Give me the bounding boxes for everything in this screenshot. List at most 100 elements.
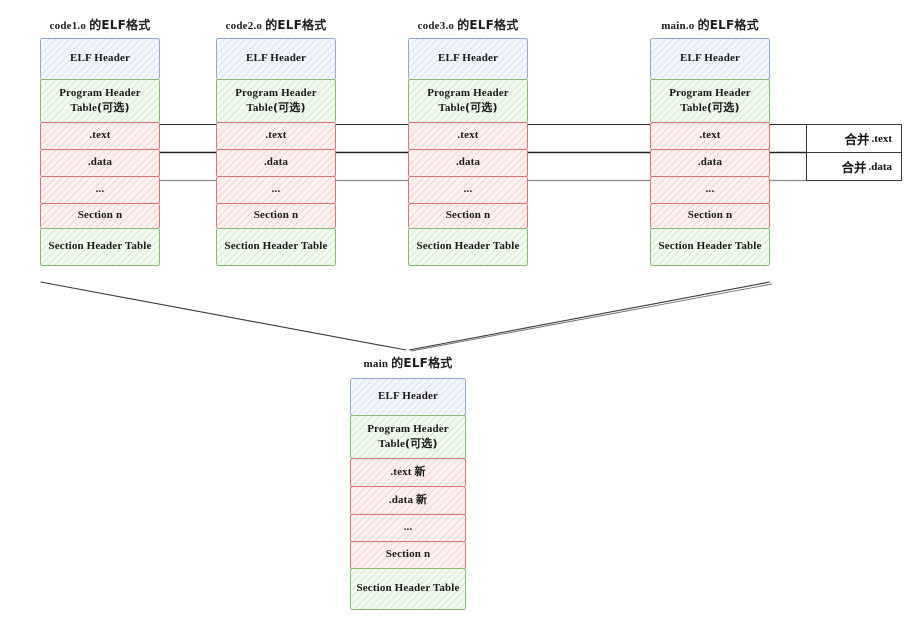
merge-note-label-cjk: 合并: [844, 132, 870, 147]
segment-section-n[interactable]: Section n: [650, 203, 770, 229]
column-title-suffix: 的ELF格式: [457, 18, 519, 32]
segment-label: ELF Header: [437, 52, 499, 65]
segment-label-cjk: (可选): [96, 100, 130, 114]
segment-label: Section n: [385, 548, 431, 561]
segment-data-new[interactable]: .data 新: [350, 486, 466, 515]
segment-section-header-table[interactable]: Section Header Table: [650, 228, 770, 266]
merge-note-text: 合并.text: [806, 124, 902, 153]
segment-label-2: Table: [680, 101, 707, 114]
segment-label: ...: [705, 183, 715, 196]
segment-ellipsis[interactable]: ...: [650, 176, 770, 204]
column-title-name: code2.o: [225, 20, 263, 32]
segment-label: .data: [697, 156, 723, 169]
column-title-main-o: main.o 的ELF格式: [650, 16, 770, 33]
column-title-suffix: 的ELF格式: [697, 18, 759, 32]
segment-label-cjk: (可选): [272, 100, 306, 114]
segment-label: Section Header Table: [416, 240, 520, 253]
segment-section-header-table[interactable]: Section Header Table: [40, 228, 160, 266]
segment-label: Program Header: [367, 423, 449, 436]
segment-elf-header[interactable]: ELF Header: [408, 38, 528, 80]
segment-section-n[interactable]: Section n: [40, 203, 160, 229]
segment-elf-header[interactable]: ELF Header: [216, 38, 336, 80]
segment-label-2: Table: [70, 101, 97, 114]
result-title-suffix: 的ELF格式: [391, 356, 453, 370]
segment-ellipsis[interactable]: ...: [350, 514, 466, 542]
segment-text[interactable]: .text: [40, 122, 160, 150]
segment-label-2: Table: [378, 437, 405, 450]
merge-note-label-latin: .text: [871, 132, 892, 145]
segment-elf-header[interactable]: ELF Header: [350, 378, 466, 416]
segment-program-header-table[interactable]: Program Header Table(可选): [216, 79, 336, 123]
segment-text[interactable]: .text: [408, 122, 528, 150]
segment-label: Section Header Table: [356, 582, 460, 595]
segment-label-2: Table: [438, 101, 465, 114]
segment-ellipsis[interactable]: ...: [40, 176, 160, 204]
segment-label: ...: [95, 183, 105, 196]
segment-label-cjk: 新: [416, 493, 428, 507]
column-title-name: code1.o: [49, 20, 87, 32]
segment-section-n[interactable]: Section n: [216, 203, 336, 229]
segment-label: .data: [87, 156, 113, 169]
column-title-code2: code2.o 的ELF格式: [216, 16, 336, 33]
segment-data[interactable]: .data: [650, 149, 770, 177]
segment-section-n[interactable]: Section n: [350, 541, 466, 569]
segment-label-cjk: (可选): [464, 100, 498, 114]
result-title-main: main 的ELF格式: [348, 354, 468, 371]
segment-data[interactable]: .data: [216, 149, 336, 177]
merge-note-data: 合并.data: [806, 152, 902, 181]
segment-data[interactable]: .data: [40, 149, 160, 177]
segment-section-n[interactable]: Section n: [408, 203, 528, 229]
segment-program-header-table[interactable]: Program Header Table(可选): [408, 79, 528, 123]
segment-label: Section n: [687, 209, 733, 222]
segment-program-header-table[interactable]: Program Header Table(可选): [350, 415, 466, 459]
segment-label: Section n: [253, 209, 299, 222]
segment-data[interactable]: .data: [408, 149, 528, 177]
segment-label: Section Header Table: [658, 240, 762, 253]
segment-program-header-table[interactable]: Program Header Table(可选): [40, 79, 160, 123]
segment-label: Section Header Table: [48, 240, 152, 253]
segment-section-header-table[interactable]: Section Header Table: [408, 228, 528, 266]
column-title-name: code3.o: [417, 20, 455, 32]
elf-column-main-o: ELF Header Program Header Table(可选) .tex…: [650, 38, 770, 266]
segment-text-new[interactable]: .text 新: [350, 458, 466, 487]
merge-note-label-cjk: 合并: [841, 160, 867, 175]
elf-column-code3: ELF Header Program Header Table(可选) .tex…: [408, 38, 528, 266]
segment-label-2: Table: [246, 101, 273, 114]
segment-label: ELF Header: [679, 52, 741, 65]
merge-note-label-latin: .data: [868, 160, 892, 173]
column-title-name: main.o: [661, 20, 695, 32]
segment-label: Program Header: [669, 87, 751, 100]
segment-text[interactable]: .text: [216, 122, 336, 150]
segment-label: .data: [388, 494, 414, 507]
segment-label: ...: [271, 183, 281, 196]
segment-ellipsis[interactable]: ...: [408, 176, 528, 204]
segment-label: ELF Header: [69, 52, 131, 65]
segment-label-cjk: (可选): [706, 100, 740, 114]
segment-label: .text: [89, 129, 111, 142]
segment-elf-header[interactable]: ELF Header: [650, 38, 770, 80]
column-title-suffix: 的ELF格式: [265, 18, 327, 32]
segment-label: ELF Header: [377, 390, 439, 403]
segment-text[interactable]: .text: [650, 122, 770, 150]
segment-label: Program Header: [59, 87, 141, 100]
segment-label: ...: [403, 521, 413, 534]
segment-section-header-table[interactable]: Section Header Table: [216, 228, 336, 266]
segment-label: Program Header: [235, 87, 317, 100]
segment-label: .data: [263, 156, 289, 169]
segment-ellipsis[interactable]: ...: [216, 176, 336, 204]
segment-label: Program Header: [427, 87, 509, 100]
segment-label-cjk: 新: [414, 465, 426, 479]
segment-label: ELF Header: [245, 52, 307, 65]
elf-column-code1: ELF Header Program Header Table(可选) .tex…: [40, 38, 160, 266]
elf-column-code2: ELF Header Program Header Table(可选) .tex…: [216, 38, 336, 266]
segment-label: Section n: [77, 209, 123, 222]
segment-section-header-table[interactable]: Section Header Table: [350, 568, 466, 610]
segment-label: .text: [265, 129, 287, 142]
segment-label-cjk: (可选): [404, 436, 438, 450]
elf-column-main-result: ELF Header Program Header Table(可选) .tex…: [350, 378, 466, 610]
segment-program-header-table[interactable]: Program Header Table(可选): [650, 79, 770, 123]
result-title-name: main: [363, 358, 389, 370]
segment-label: Section Header Table: [224, 240, 328, 253]
segment-elf-header[interactable]: ELF Header: [40, 38, 160, 80]
